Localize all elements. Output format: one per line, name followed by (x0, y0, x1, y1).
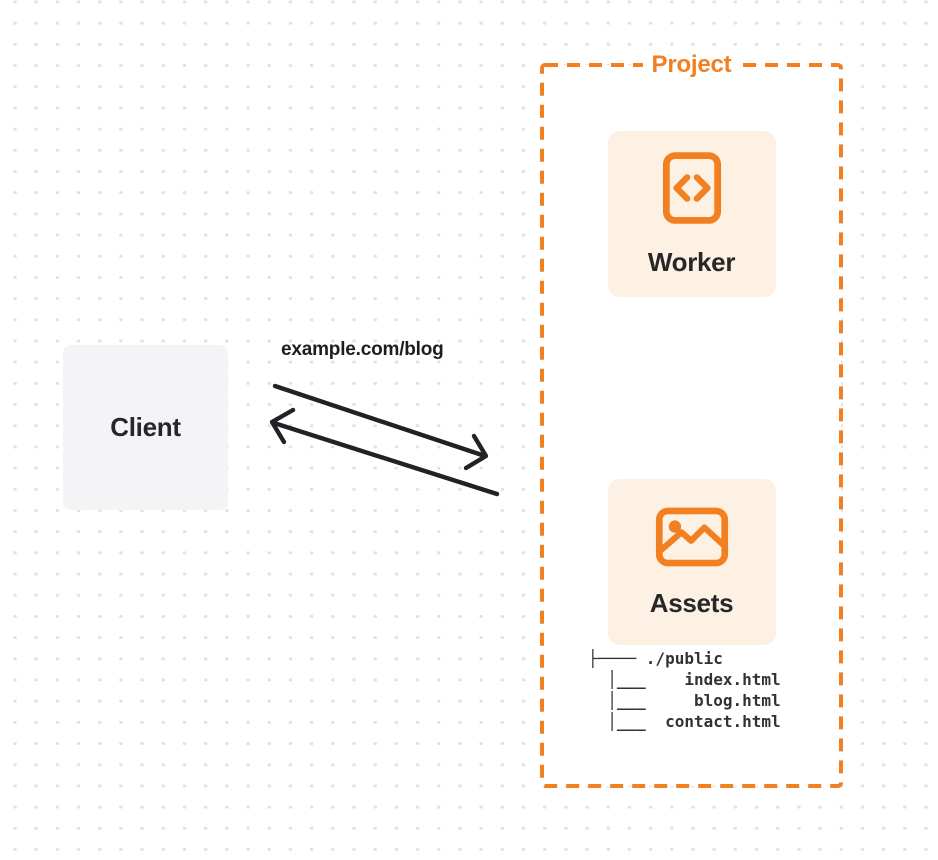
request-url-label: example.com/blog (281, 339, 444, 360)
tree-line-index: │___ index.html (588, 670, 781, 689)
worker-label: Worker (647, 246, 736, 277)
client-node: Client (63, 345, 228, 510)
assets-node: Assets (607, 479, 776, 645)
tree-line-public: ├──── ./public (588, 649, 723, 668)
tree-line-blog: │___ blog.html (588, 691, 781, 710)
assets-image-icon (655, 506, 729, 568)
client-label: Client (110, 412, 181, 442)
project-label: Project (642, 51, 741, 79)
assets-label: Assets (649, 587, 734, 618)
arrow-left-icon (269, 407, 500, 497)
tree-line-contact: │___ contact.html (588, 712, 781, 731)
file-tree: ├──── ./public │___ index.html │___ blog… (588, 648, 781, 732)
project-container: Project Worker Assets (540, 51, 843, 788)
arrow-right-icon (272, 383, 489, 471)
worker-node: Worker (607, 131, 776, 297)
worker-code-file-icon (662, 151, 722, 225)
